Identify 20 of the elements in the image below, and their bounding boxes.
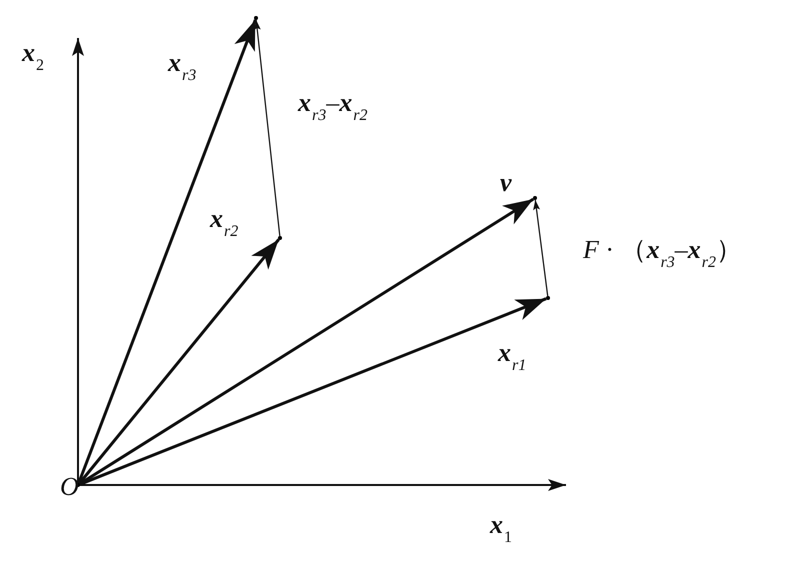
vector-point [254,16,258,20]
vector-arrow [77,19,257,484]
vector-label: x$_{r1}$ [498,338,526,376]
origin-label: O [60,472,79,502]
vector-point [278,236,282,240]
difference-arrow [254,20,280,236]
vector-point [546,296,550,300]
vector-label: x$_{r2}$ [210,204,238,242]
vector-label: v [500,168,512,198]
edge-label: x$_{r3}$–x$_{r2}$ [298,88,368,126]
vector-label: x$_{r3}$ [168,48,196,86]
vector-arrow [78,198,534,486]
axis-label: x$_{1}$ [490,510,512,548]
difference-arrow [533,200,548,296]
vector-point [533,196,537,200]
axis-label: x$_{2}$ [22,38,44,76]
edge-label: F · （x$_{r3}$–x$_{r2}$） [583,235,742,273]
vector-arrow [79,297,547,486]
vector-arrow [78,238,280,484]
vector-point [76,483,80,487]
